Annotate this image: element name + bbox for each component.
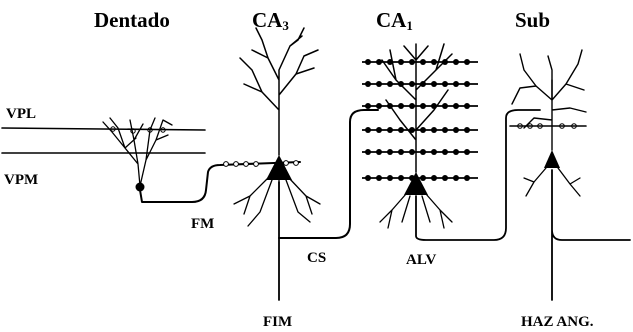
- ca1-bouton: [420, 175, 426, 181]
- ca1-bouton: [453, 59, 459, 65]
- ca1-bouton: [365, 149, 371, 155]
- ca1-bouton: [398, 59, 404, 65]
- ca1-bouton: [376, 175, 382, 181]
- ca1-bouton: [387, 175, 393, 181]
- ca1-bouton: [431, 149, 437, 155]
- ca1-bouton: [442, 81, 448, 87]
- ca1-bouton: [453, 175, 459, 181]
- ca1-bouton: [420, 149, 426, 155]
- ca1-bouton: [387, 127, 393, 133]
- ca1-bouton: [464, 149, 470, 155]
- subiculum-boutons: [510, 124, 586, 129]
- ca1-bouton: [409, 149, 415, 155]
- ca1-bouton: [365, 81, 371, 87]
- ca1-bouton: [398, 175, 404, 181]
- ca1-bouton: [431, 59, 437, 65]
- ca1-bouton: [387, 103, 393, 109]
- ca1-bouton: [409, 103, 415, 109]
- ca1-bouton: [431, 103, 437, 109]
- ca1-bouton: [453, 103, 459, 109]
- ca1-bouton: [442, 103, 448, 109]
- ca1-bouton: [376, 127, 382, 133]
- ca1-bouton: [409, 59, 415, 65]
- ca1-bouton: [420, 59, 426, 65]
- ca1-bouton: [409, 175, 415, 181]
- ca1-bouton: [409, 127, 415, 133]
- ca1-bouton: [431, 81, 437, 87]
- ca1-bouton: [453, 81, 459, 87]
- ca1-bouton: [453, 149, 459, 155]
- ca1-bouton: [376, 149, 382, 155]
- ca1-bouton: [365, 127, 371, 133]
- ca1-bouton: [376, 81, 382, 87]
- ca1-bouton: [442, 175, 448, 181]
- ca1-bouton: [464, 81, 470, 87]
- subiculum-cell: [512, 50, 630, 300]
- ca1-bouton: [420, 127, 426, 133]
- ca1-pyramidal-cell: [380, 44, 540, 240]
- ca1-bouton: [365, 59, 371, 65]
- ca1-bouton: [398, 103, 404, 109]
- ca1-bouton: [453, 127, 459, 133]
- ca1-bouton: [365, 103, 371, 109]
- ca1-bouton: [376, 59, 382, 65]
- ca1-bouton: [431, 175, 437, 181]
- ca1-bouton: [398, 127, 404, 133]
- ca1-bouton: [365, 175, 371, 181]
- ca1-bouton: [420, 81, 426, 87]
- ca1-bouton: [387, 59, 393, 65]
- ca1-bouton: [464, 59, 470, 65]
- ca1-bouton: [464, 103, 470, 109]
- vpl-fiber: [2, 128, 205, 130]
- ca1-bouton: [431, 127, 437, 133]
- ca1-bouton: [387, 149, 393, 155]
- ca1-bouton: [464, 127, 470, 133]
- ca1-bouton: [420, 103, 426, 109]
- ca1-bouton: [442, 149, 448, 155]
- ca1-bouton: [442, 59, 448, 65]
- ca1-bouton: [442, 127, 448, 133]
- ca1-bouton: [409, 81, 415, 87]
- ca1-bouton: [398, 81, 404, 87]
- ca1-bouton: [376, 103, 382, 109]
- ca1-bouton: [387, 81, 393, 87]
- ca1-bouton: [398, 149, 404, 155]
- ca1-afferent-rows: [362, 59, 478, 181]
- ca1-bouton: [464, 175, 470, 181]
